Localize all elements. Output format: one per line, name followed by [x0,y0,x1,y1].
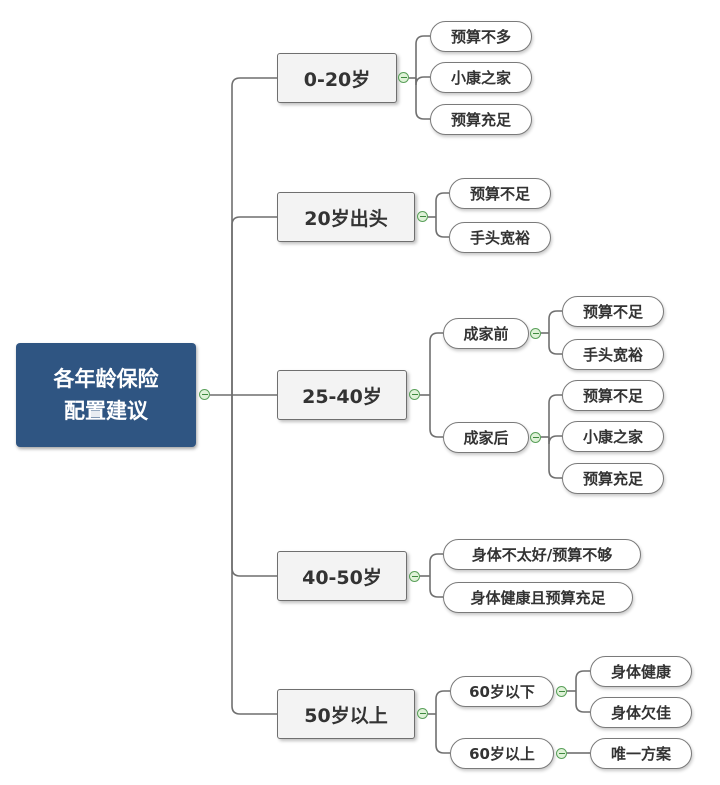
subtopic-over-60[interactable]: 60岁以上 [450,738,554,769]
connector-line [435,690,450,714]
topic-0-20[interactable]: 0-20岁 [277,53,397,103]
collapse-toggle-icon[interactable] [530,432,541,443]
subtopic-label: 预算充足 [450,111,511,129]
topic-label: 25-40岁 [302,385,382,408]
subtopic-0-20-budget-ample[interactable]: 预算充足 [430,104,532,135]
subtopic-label: 60岁以下 [469,683,535,701]
connector-line [435,714,450,754]
topic-label: 0-20岁 [303,68,371,91]
connector-line [415,35,430,78]
subtopic-early-20s-well-off[interactable]: 手头宽裕 [449,222,551,253]
topic-40-50[interactable]: 40-50岁 [277,551,407,601]
connector-line [548,310,562,333]
subtopic-0-20-budget-low[interactable]: 预算不多 [430,21,532,52]
connector-line [435,217,449,238]
topic-25-40[interactable]: 25-40岁 [277,370,407,420]
leaf-label: 手头宽裕 [582,346,643,364]
leaf-after-marriage-budget-short[interactable]: 预算不足 [562,380,664,411]
connector-line [231,395,277,715]
connector-line [548,394,562,437]
leaf-label: 预算不足 [582,387,643,405]
collapse-toggle-icon[interactable] [199,389,210,400]
subtopic-before-marriage[interactable]: 成家前 [443,318,529,349]
connector-line [231,77,277,395]
collapse-toggle-icon[interactable] [530,328,541,339]
leaf-before-marriage-budget-short[interactable]: 预算不足 [562,296,664,327]
connector-line [575,670,590,691]
collapse-toggle-icon[interactable] [409,389,420,400]
subtopic-40-50-healthy-ample[interactable]: 身体健康且预算充足 [443,582,633,613]
collapse-toggle-icon[interactable] [409,571,420,582]
collapse-toggle-icon[interactable] [556,686,567,697]
topic-over-50[interactable]: 50岁以上 [277,689,415,739]
subtopic-label: 60岁以上 [469,745,535,763]
topic-label: 50岁以上 [304,704,388,727]
subtopic-label: 成家前 [463,325,509,343]
subtopic-after-marriage[interactable]: 成家后 [443,422,529,453]
leaf-label: 身体健康 [610,663,671,681]
connector-line [429,553,443,576]
subtopic-label: 预算不多 [450,28,511,46]
collapse-toggle-icon[interactable] [417,708,428,719]
connector-line [575,691,590,713]
leaf-after-marriage-middle-class[interactable]: 小康之家 [562,421,664,452]
leaf-after-marriage-budget-ample[interactable]: 预算充足 [562,463,664,494]
collapse-toggle-icon[interactable] [556,748,567,759]
root-title-line1: 各年龄保险 [53,367,159,391]
subtopic-0-20-middle-class[interactable]: 小康之家 [430,62,532,93]
subtopic-label: 身体不太好/预算不够 [471,546,613,564]
connector-line [435,192,449,217]
connector-line [548,333,562,355]
topic-label: 40-50岁 [302,566,382,589]
leaf-label: 小康之家 [582,428,643,446]
subtopic-early-20s-budget-short[interactable]: 预算不足 [449,178,551,209]
subtopic-40-50-health-poor[interactable]: 身体不太好/预算不够 [443,539,641,570]
leaf-under-60-healthy[interactable]: 身体健康 [590,656,692,687]
leaf-under-60-unhealthy[interactable]: 身体欠佳 [590,697,692,728]
collapse-toggle-icon[interactable] [417,211,428,222]
subtopic-label: 成家后 [463,429,509,447]
connector-line [548,437,562,479]
leaf-label: 预算不足 [582,303,643,321]
leaf-label: 预算充足 [582,470,643,488]
topic-label: 20岁出头 [304,207,388,230]
subtopic-label: 手头宽裕 [469,229,530,247]
subtopic-label: 小康之家 [450,69,511,87]
root-topic[interactable]: 各年龄保险 配置建议 [16,343,196,447]
subtopic-label: 预算不足 [469,185,530,203]
leaf-before-marriage-well-off[interactable]: 手头宽裕 [562,339,664,370]
root-title-line2: 配置建议 [64,399,148,423]
connector-line [231,395,277,577]
connector-line [415,78,430,120]
collapse-toggle-icon[interactable] [398,72,409,83]
leaf-over-60-only-plan[interactable]: 唯一方案 [590,738,692,769]
connector-line [231,216,277,395]
leaf-label: 身体欠佳 [610,704,671,722]
topic-early-20s[interactable]: 20岁出头 [277,192,415,242]
connector-line [429,332,443,395]
connector-line [429,395,443,438]
connector-line [548,435,562,445]
leaf-label: 唯一方案 [610,745,671,763]
connector-line [415,76,430,86]
subtopic-under-60[interactable]: 60岁以下 [450,676,554,707]
subtopic-label: 身体健康且预算充足 [470,589,606,607]
connector-line [429,576,443,598]
